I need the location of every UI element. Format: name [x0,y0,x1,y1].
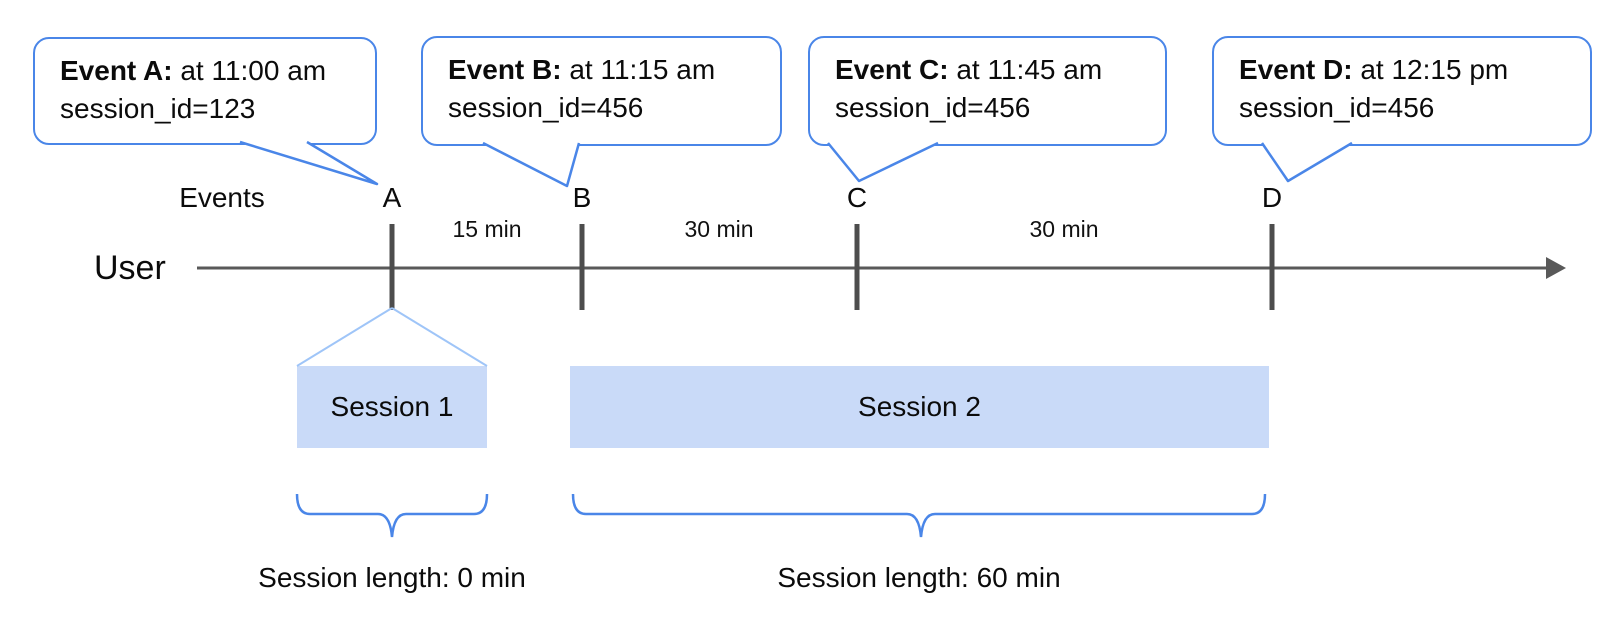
event-marker-c: C [846,182,868,213]
callout-event-c: Event C: at 11:45 am session_id=456 [808,36,1167,146]
event-marker-d: D [1261,182,1283,213]
session-2-label: Session 2 [858,391,981,422]
callout-tail-b [482,141,581,188]
session-1-brace [295,493,489,538]
session-2-brace [571,493,1267,538]
session-1-length-label: Session length: 0 min [258,562,526,593]
session-1-label: Session 1 [330,391,454,422]
callout-event-b-session-id: session_id=456 [448,92,644,123]
session-1-funnel-line-right [391,307,488,367]
session-2-bar: Session 2 [570,366,1269,448]
callout-event-d-title: Event D: [1239,54,1353,85]
events-axis-label: Events [179,182,265,213]
callout-event-c-session-id: session_id=456 [835,92,1031,123]
callout-event-c-time: at 11:45 am [948,54,1103,85]
callout-event-a-time: at 11:00 am [172,55,327,86]
event-marker-b: B [572,182,592,213]
timeline-arrowhead-icon [1546,257,1566,279]
callout-tail-d [1260,141,1353,183]
user-row-label: User [94,249,166,287]
callout-event-d-time: at 12:15 pm [1352,54,1509,85]
session-2-length-label: Session length: 60 min [777,562,1061,593]
interval-label-b-c: 30 min [684,216,754,242]
callout-tail-a [239,140,379,186]
callout-event-b: Event B: at 11:15 am session_id=456 [421,36,782,146]
callout-tail-c [827,141,939,183]
session-1-bar: Session 1 [297,366,487,448]
callout-event-c-title: Event C: [835,54,949,85]
callout-event-d: Event D: at 12:15 pm session_id=456 [1212,36,1592,146]
callout-event-a-title: Event A: [60,55,173,86]
session-1-funnel-line-left [296,307,393,367]
callout-event-a: Event A: at 11:00 am session_id=123 [33,37,377,145]
callout-event-b-title: Event B: [448,54,562,85]
callout-event-a-session-id: session_id=123 [60,93,256,124]
event-marker-a: A [382,182,402,213]
callout-event-b-time: at 11:15 am [561,54,716,85]
interval-label-a-b: 15 min [452,216,522,242]
interval-label-c-d: 30 min [1029,216,1099,242]
callout-event-d-session-id: session_id=456 [1239,92,1435,123]
